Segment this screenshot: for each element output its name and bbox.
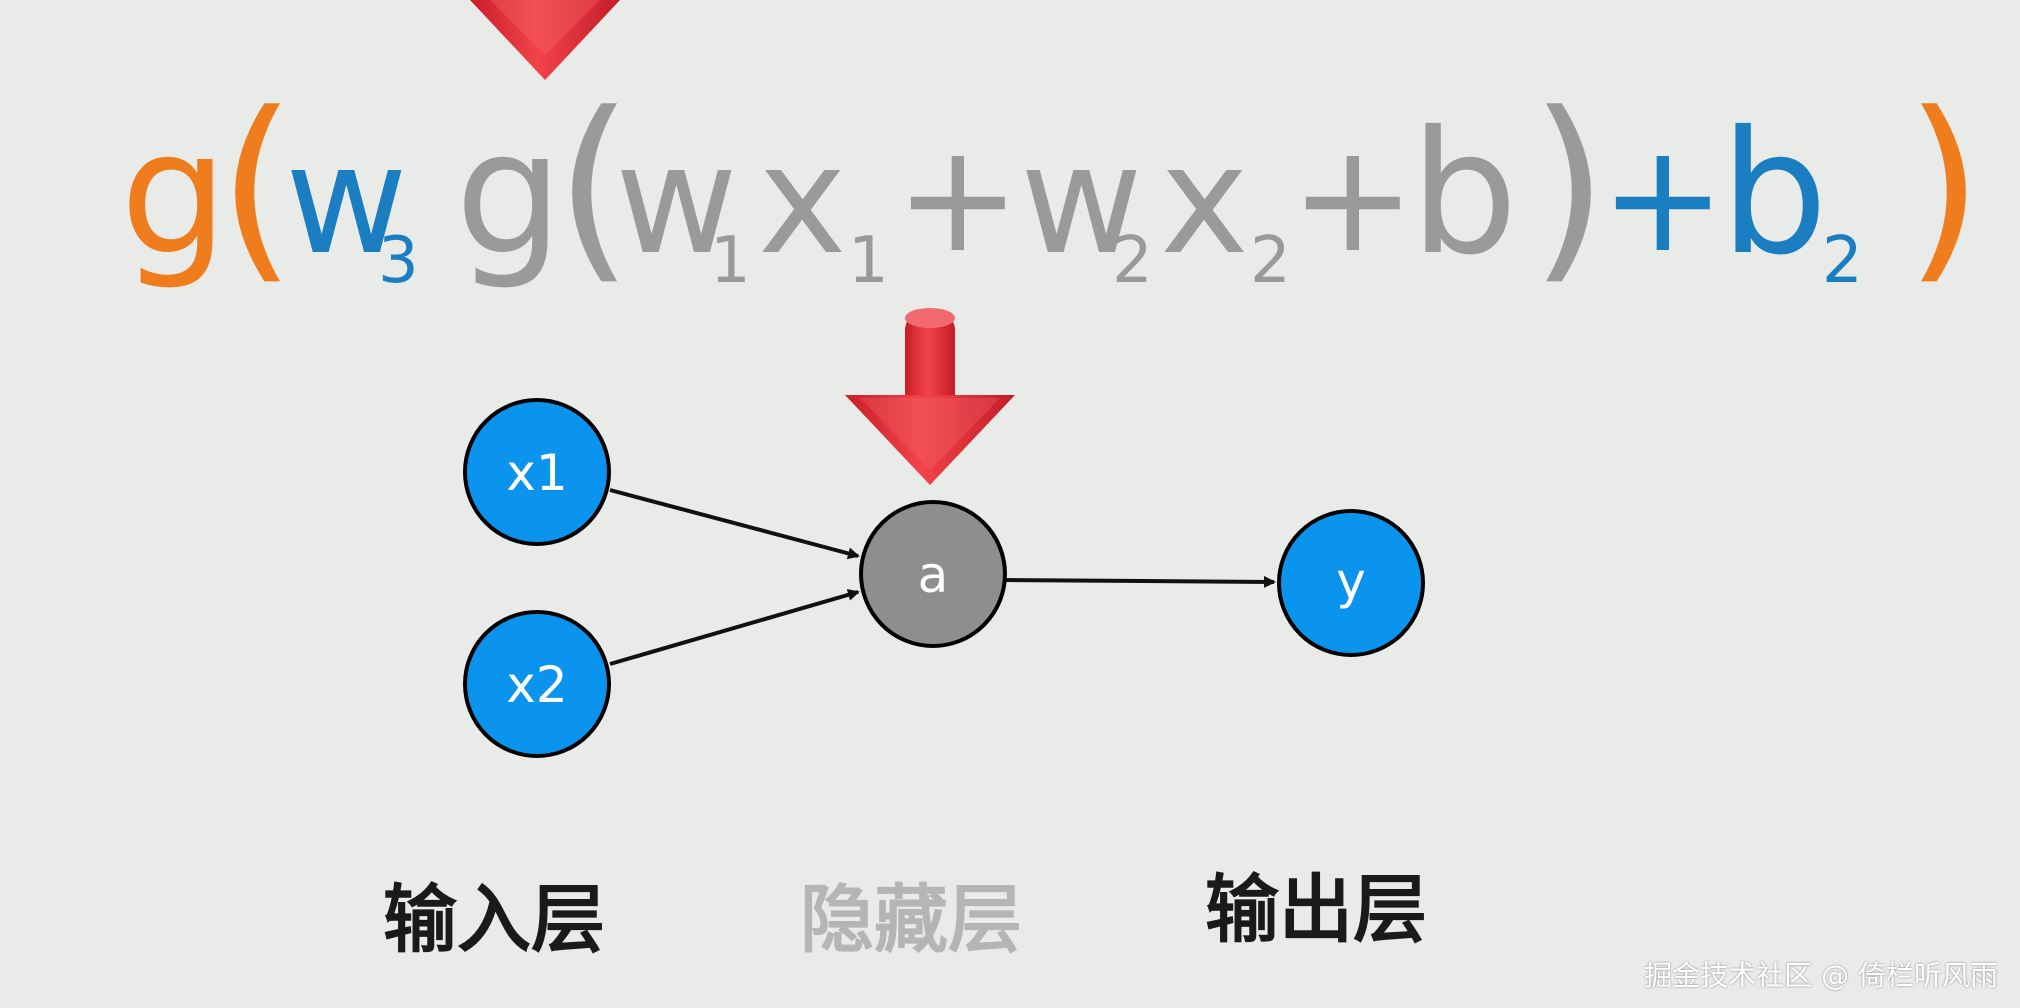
formula-w3-subscript: 3 (378, 224, 419, 298)
watermark: 掘金技术社区 @ 倚栏听风雨 (1644, 959, 1998, 992)
formula-outer-open-paren: ( (218, 70, 296, 303)
formula-w2-subscript: 2 (1112, 224, 1153, 298)
formula-outer-close-paren: ) (1905, 70, 1983, 303)
top-red-arrow-icon (470, 0, 620, 80)
output-layer-label: 输出层 (1205, 867, 1427, 953)
formula-w1-subscript: 1 (710, 224, 751, 298)
formula-b: b (1410, 95, 1518, 293)
formula-plus-3: + (1600, 112, 1726, 286)
formula-outer-g: g (120, 95, 228, 293)
node-a-label: a (918, 546, 949, 604)
formula-x2-subscript: 2 (1250, 224, 1291, 298)
input-layer-label: 输入层 (383, 877, 605, 963)
node-a: a (859, 500, 1007, 648)
edge-x1-to-a (609, 488, 860, 560)
node-x2-label: x2 (506, 656, 567, 714)
formula-inner-g: g (455, 95, 563, 293)
node-x1-label: x1 (506, 444, 567, 502)
hidden-node-red-arrow-icon (845, 308, 1015, 485)
formula-plus-1: + (895, 112, 1021, 286)
formula-x2: x (1160, 114, 1249, 288)
formula-b2: b (1720, 95, 1828, 293)
formula-plus-2: + (1290, 112, 1416, 286)
hidden-layer-label: 隐藏层 (800, 877, 1022, 963)
formula-inner-close-paren: ) (1530, 70, 1608, 303)
node-y-label: y (1336, 552, 1366, 610)
edge-a-to-y (1004, 575, 1276, 588)
formula-inner-open-paren: ( (555, 70, 633, 303)
node-y: y (1277, 509, 1425, 657)
edge-x2-to-a (609, 589, 860, 666)
formula-b2-subscript: 2 (1822, 224, 1863, 298)
formula-x1: x (758, 114, 847, 288)
formula-w2: w (1020, 114, 1143, 288)
node-x2: x2 (463, 610, 611, 758)
formula-x1-subscript: 1 (848, 224, 889, 298)
formula-w3: w (285, 114, 408, 288)
formula: g ( w 3 g ( w 1 x 1 + w 2 x 2 + b ) + b … (120, 70, 1983, 303)
node-x1: x1 (463, 398, 611, 546)
formula-w1: w (615, 114, 738, 288)
network-edges (609, 488, 1276, 666)
